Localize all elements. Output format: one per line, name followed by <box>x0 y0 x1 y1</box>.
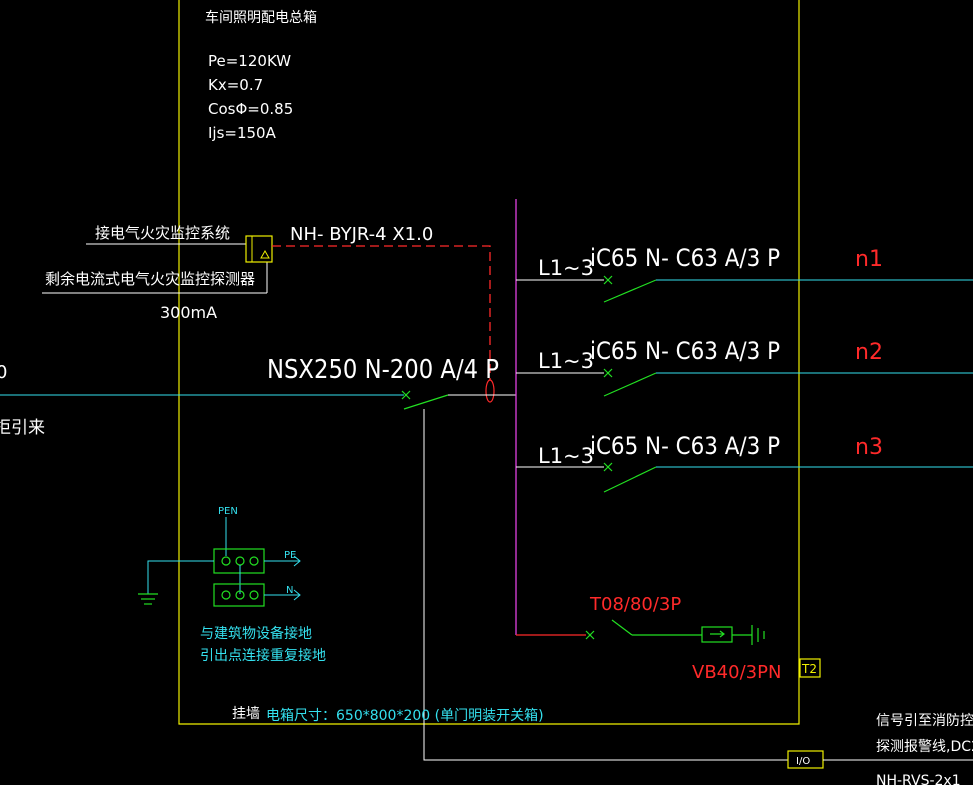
t2-tag: T2 <box>801 662 817 676</box>
ground-note-1: 与建筑物设备接地 <box>200 625 312 642</box>
fire-rating: 300mA <box>160 303 217 322</box>
param-kx: Kx=0.7 <box>208 76 263 94</box>
spd-blade <box>611 619 633 636</box>
branch-2: L1~3 iC65 N- C63 A/3 P n2 <box>516 337 973 397</box>
mounting-label: 挂墙 <box>232 706 260 722</box>
pe-break-icon <box>293 555 301 567</box>
branch-3-phase: L1~3 <box>538 444 594 468</box>
n-break-icon <box>293 589 301 601</box>
detector-icon <box>245 235 273 263</box>
io-label: I/O <box>796 756 810 767</box>
fire-system-label: 接电气火灾监控系统 <box>95 224 230 242</box>
signal-wire <box>423 409 788 761</box>
ground-wire <box>147 560 214 594</box>
pen-label: PEN <box>218 506 238 517</box>
arrester-arrow-icon <box>710 630 725 638</box>
fire-cable-label: NH- BYJR-4 X1.0 <box>290 224 433 245</box>
fire-monitor-cable <box>272 245 491 380</box>
pe-terminal-2 <box>235 556 245 566</box>
t2-tag-box <box>799 658 821 678</box>
pe-label: PE <box>284 550 296 561</box>
branch-3-blade <box>603 466 657 493</box>
detector-triangle-icon <box>260 249 270 259</box>
panel-title: 车间照明配电总箱 <box>205 9 317 26</box>
branch-1-phase: L1~3 <box>538 256 594 280</box>
grounding-block: PEN PE N 与建筑物设备接地 引出点连接重复接地 <box>138 506 326 664</box>
param-ijs: Ijs=150A <box>208 124 277 142</box>
branch-2-x2 <box>603 368 613 378</box>
ground-note-2: 引出点连接重复接地 <box>200 647 326 664</box>
incoming-text: 柜引来 <box>0 418 45 438</box>
branch-3-x2 <box>603 462 613 472</box>
pe-terminal-1 <box>221 556 231 566</box>
branch-2-blade <box>603 372 657 397</box>
incoming-number: 0 <box>0 362 7 383</box>
spd-x2 <box>585 630 595 640</box>
current-transformer-icon <box>485 379 495 403</box>
branch-1: L1~3 iC65 N- C63 A/3 P n1 <box>516 244 973 303</box>
main-breaker-blade <box>403 394 449 410</box>
main-breaker-label: NSX250 N-200 A/4 P <box>267 355 499 385</box>
branch-3-circuit: n3 <box>855 435 883 460</box>
branch-1-blade <box>603 279 657 303</box>
param-cos: CosΦ=0.85 <box>208 100 293 118</box>
n-terminal-1 <box>221 590 231 600</box>
n-label: N <box>286 585 293 596</box>
spd-branch: T08/80/3P VB40/3PN T2 <box>516 594 821 683</box>
pe-terminal-3 <box>249 556 259 566</box>
signal-note-2: 探测报警线,DC24 <box>876 739 973 755</box>
main-breaker-x2 <box>401 390 411 400</box>
n-terminal-2 <box>235 590 245 600</box>
branch-3-breaker: iC65 N- C63 A/3 P <box>590 432 780 460</box>
signal-note-3: NH-RVS-2x1 <box>876 773 961 785</box>
branch-2-breaker: iC65 N- C63 A/3 P <box>590 337 780 365</box>
param-pe: Pe=120KW <box>208 52 291 70</box>
n-terminal-3 <box>249 590 259 600</box>
branch-2-phase: L1~3 <box>538 349 594 373</box>
branch-2-circuit: n2 <box>855 340 883 365</box>
fire-detector-label: 剩余电流式电气火灾监控探测器 <box>45 270 255 288</box>
branch-1-breaker: iC65 N- C63 A/3 P <box>590 244 780 272</box>
branch-3: L1~3 iC65 N- C63 A/3 P n3 <box>516 432 973 493</box>
arrester-label: VB40/3PN <box>692 662 781 683</box>
branch-1-x2 <box>603 275 613 285</box>
signal-note-1: 信号引至消防控制中 <box>876 713 973 729</box>
box-size-note: 电箱尺寸：650*800*200 (单门明装开关箱) <box>266 708 544 724</box>
branch-1-circuit: n1 <box>855 247 883 272</box>
spd-breaker-label: T08/80/3P <box>589 594 681 615</box>
panel-box-outline <box>178 0 800 725</box>
